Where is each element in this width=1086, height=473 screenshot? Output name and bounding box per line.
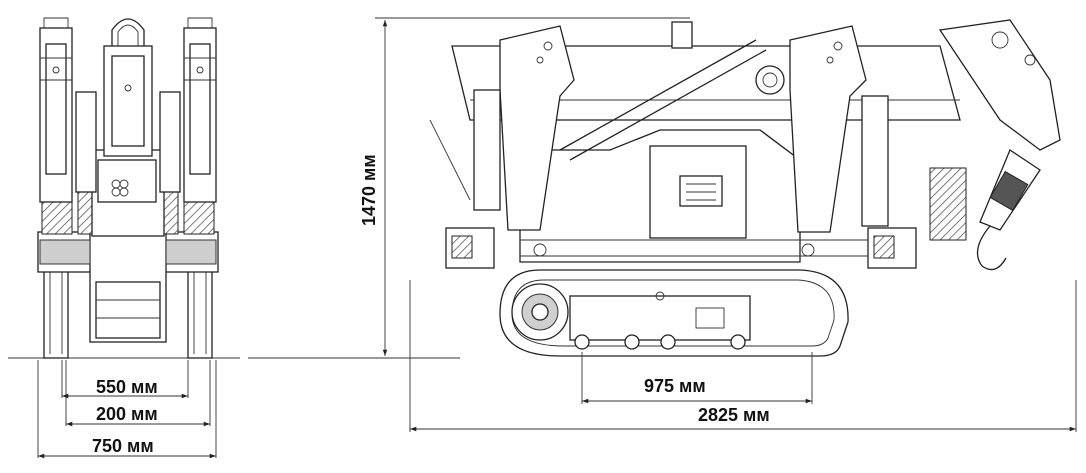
side-left-outrigger xyxy=(429,25,575,269)
side-view: 975 мм 2825 мм xyxy=(409,19,1077,432)
front-view: 550 мм 200 мм 750 мм xyxy=(8,17,240,459)
front-right-track xyxy=(187,267,213,359)
dim-label-200: 200 мм xyxy=(96,404,158,424)
side-jib xyxy=(938,19,1061,271)
front-left-track xyxy=(43,267,69,359)
dim-label-750: 750 мм xyxy=(92,436,154,456)
dim-label-1470: 1470 мм xyxy=(359,154,379,226)
dim-label-550: 550 мм xyxy=(96,377,158,397)
dim-label-2825: 2825 мм xyxy=(698,405,770,425)
height-dimension: 1470 мм xyxy=(248,17,690,359)
side-track xyxy=(499,269,849,357)
side-middle-outrigger xyxy=(789,25,917,269)
dim-label-975: 975 мм xyxy=(644,376,706,396)
